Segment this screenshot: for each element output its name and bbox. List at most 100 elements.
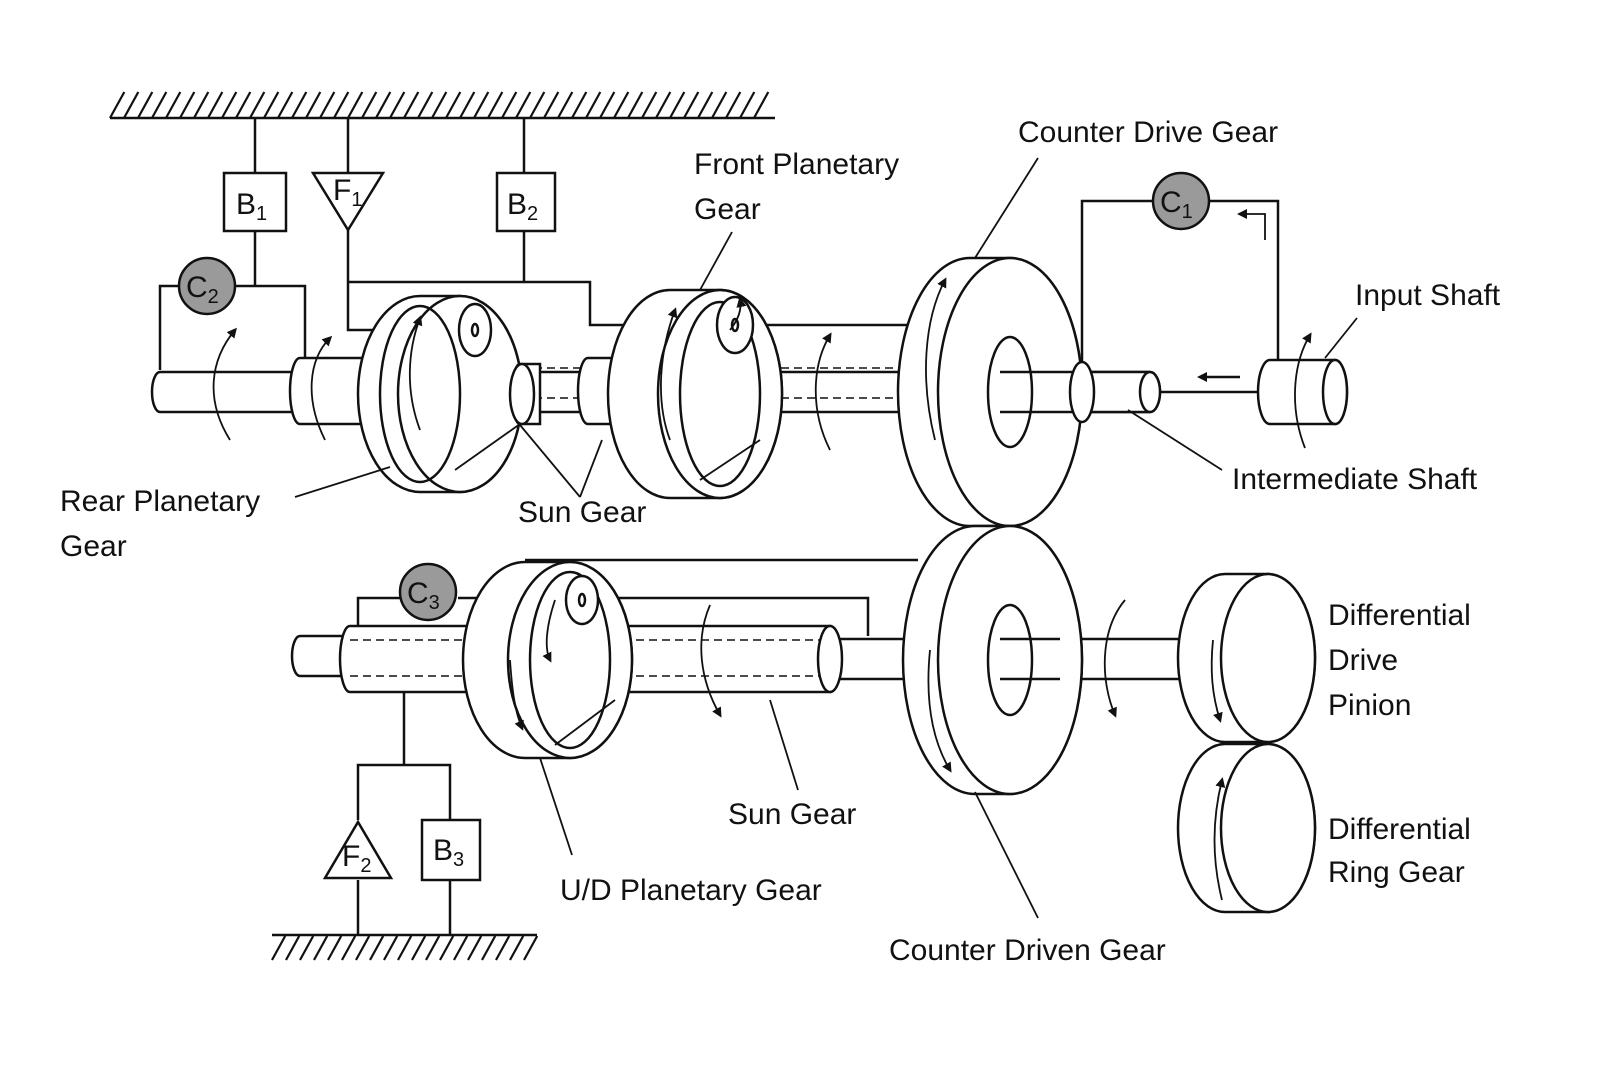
clutch-c1: C1 <box>1151 171 1211 231</box>
counter-drive-gear <box>896 256 1096 528</box>
hatch-line <box>347 91 364 119</box>
hatch-line <box>509 935 525 961</box>
hatch-line <box>495 935 511 961</box>
hatch-line <box>417 91 434 119</box>
brake-b3: B3 <box>420 818 482 882</box>
hatch-line <box>299 935 315 961</box>
hatch-line <box>109 91 126 119</box>
hatch-line <box>327 935 343 961</box>
hatch-line <box>333 91 350 119</box>
hatch-line <box>753 91 770 119</box>
bottom-ground <box>271 933 539 961</box>
hatch-line <box>453 935 469 961</box>
svg-text:B1: B1 <box>236 188 267 225</box>
label-front-planetary-1: Front Planetary <box>694 148 899 181</box>
counter-driven-gear <box>901 524 1084 796</box>
hatch-line <box>207 91 224 119</box>
label-diff-drive-1: Differential <box>1328 599 1471 632</box>
label-sun-gear-lower: Sun Gear <box>728 798 856 831</box>
label-sun-gear-upper: Sun Gear <box>518 496 646 529</box>
hatch-line <box>389 91 406 119</box>
hatch-line <box>655 91 672 119</box>
hatch-line <box>179 91 196 119</box>
hatch-line <box>725 91 742 119</box>
label-diff-drive-2: Drive <box>1328 644 1398 677</box>
hatch-line <box>501 91 518 119</box>
hatch-line <box>235 91 252 119</box>
hatch-line <box>431 91 448 119</box>
hatch-line <box>613 91 630 119</box>
hatch-line <box>459 91 476 119</box>
svg-text:B2: B2 <box>507 188 538 225</box>
ud-planetary-gear <box>461 560 634 760</box>
hatch-line <box>487 91 504 119</box>
hatch-line <box>515 91 532 119</box>
differential-ring-gear <box>1176 742 1317 914</box>
hatch-line <box>571 91 588 119</box>
hatch-line <box>193 91 210 119</box>
hatch-line <box>585 91 602 119</box>
svg-text:C3: C3 <box>407 577 440 614</box>
hatch-line <box>739 91 756 119</box>
one-way-clutch-f2: F2 <box>322 819 394 880</box>
svg-text:F1: F1 <box>333 174 362 211</box>
hatch-line <box>221 91 238 119</box>
differential-drive-pinion <box>1176 572 1317 744</box>
hatch-line <box>151 91 168 119</box>
hatch-line <box>319 91 336 119</box>
hatch-line <box>271 935 287 961</box>
hatch-line <box>425 935 441 961</box>
hatch-line <box>599 91 616 119</box>
hatch-line <box>313 935 329 961</box>
brake-b2: B2 <box>495 171 557 233</box>
hatch-line <box>249 91 266 119</box>
label-input-shaft: Input Shaft <box>1355 279 1501 312</box>
label-rear-planetary-1: Rear Planetary <box>60 485 260 518</box>
hatch-line <box>439 935 455 961</box>
svg-text:B3: B3 <box>433 834 464 871</box>
hatch-line <box>397 935 413 961</box>
hatch-line <box>383 935 399 961</box>
hatch-line <box>411 935 427 961</box>
hatch-line <box>305 91 322 119</box>
hatch-line <box>557 91 574 119</box>
hatch-line <box>711 91 728 119</box>
leader-lines <box>294 157 1358 919</box>
rear-planetary-gear <box>356 294 542 494</box>
hatch-line <box>467 935 483 961</box>
label-ud-planetary-gear: U/D Planetary Gear <box>560 874 822 907</box>
svg-text:C1: C1 <box>1160 186 1193 223</box>
label-counter-drive-gear: Counter Drive Gear <box>1018 116 1278 149</box>
hatch-line <box>683 91 700 119</box>
hatch-line <box>641 91 658 119</box>
hatch-line <box>361 91 378 119</box>
hatch-line <box>697 91 714 119</box>
hatch-line <box>445 91 462 119</box>
hatch-line <box>543 91 560 119</box>
hatch-line <box>137 91 154 119</box>
top-ground <box>109 91 775 120</box>
hatch-line <box>375 91 392 119</box>
svg-text:C2: C2 <box>186 271 219 308</box>
hatch-line <box>285 935 301 961</box>
hatch-line <box>263 91 280 119</box>
label-diff-drive-3: Pinion <box>1328 689 1411 722</box>
clutch-c2: C2 <box>177 256 237 316</box>
hatch-line <box>341 935 357 961</box>
hatch-line <box>355 935 371 961</box>
hatch-line <box>123 91 140 119</box>
label-diff-ring-1: Differential <box>1328 813 1471 846</box>
hatch-line <box>627 91 644 119</box>
hatch-line <box>165 91 182 119</box>
clutch-c3: C3 <box>398 562 458 622</box>
rotation-arrows <box>212 277 1312 901</box>
hatch-line <box>529 91 546 119</box>
label-counter-driven-gear: Counter Driven Gear <box>889 934 1166 967</box>
svg-text:F2: F2 <box>342 840 371 877</box>
hatch-line <box>369 935 385 961</box>
input-shaft <box>1080 199 1349 426</box>
label-intermediate-shaft: Intermediate Shaft <box>1232 463 1478 496</box>
label-diff-ring-2: Ring Gear <box>1328 856 1465 889</box>
one-way-clutch-f1: F1 <box>310 171 386 233</box>
